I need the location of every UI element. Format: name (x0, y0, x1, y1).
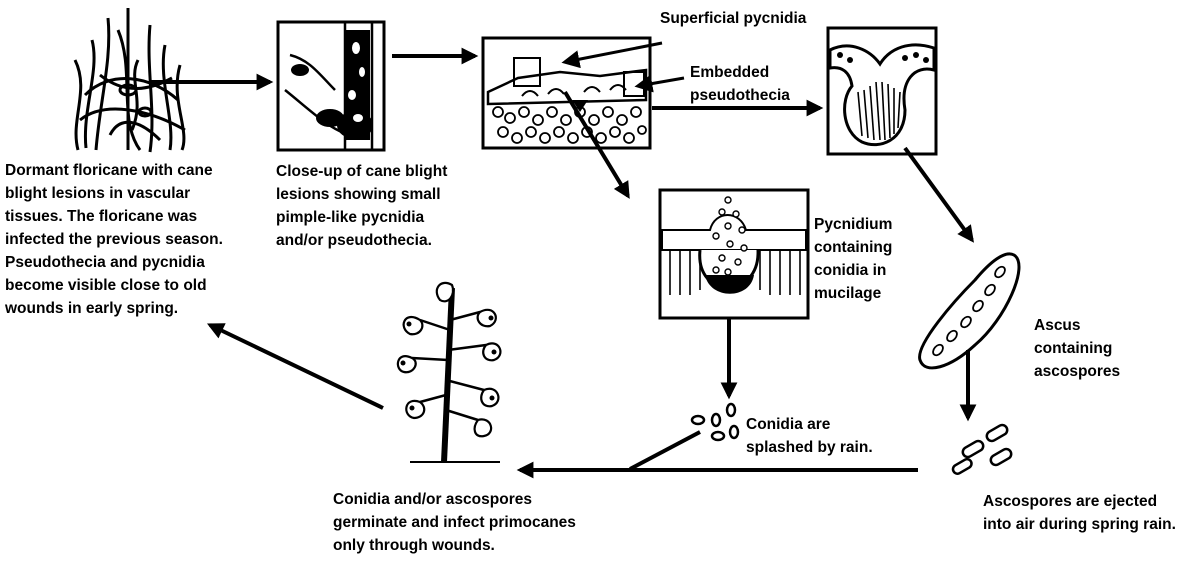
ascus-illustration (918, 252, 1021, 370)
closeup-lesion-illustration (276, 20, 386, 152)
label-embedded-pseudothecia: Embedded pseudothecia (690, 64, 790, 104)
label-superficial-pycnidia: Superficial pycnidia (660, 10, 807, 27)
pointer-superficial-pycnidia (561, 41, 663, 69)
pycnidium-illustration (658, 188, 810, 320)
label-pycnidium: Pycnidium containing conidia in mucilage (814, 216, 893, 302)
cycle-arrows (150, 41, 977, 479)
label-conidia-splashed: Conidia are splashed by rain. (746, 416, 873, 456)
arrow-section-to-pycnidium (563, 90, 630, 199)
ascospores-illustration (951, 423, 1013, 475)
dormant-floricane-illustration (73, 8, 186, 153)
label-ascus: Ascus containing ascospores (1034, 317, 1121, 380)
label-ascospores-ejected: Ascospores are ejected into air during s… (983, 493, 1176, 533)
arrow-pseudothecium-to-ascus (903, 146, 974, 243)
pointer-embedded-pseudothecia (634, 74, 685, 93)
conidia-spores-illustration (690, 402, 740, 442)
arrow-plant-to-floricane (206, 323, 384, 410)
pseudothecium-illustration (826, 26, 938, 156)
primocane-plant-illustration (396, 281, 502, 463)
label-dormant-floricane: Dormant floricane with cane blight lesio… (5, 162, 223, 317)
label-germinate-infect: Conidia and/or ascospores germinate and … (333, 491, 576, 554)
arrow-conidia-merge (629, 430, 701, 471)
label-closeup-lesions: Close-up of cane blight lesions showing … (276, 163, 448, 249)
